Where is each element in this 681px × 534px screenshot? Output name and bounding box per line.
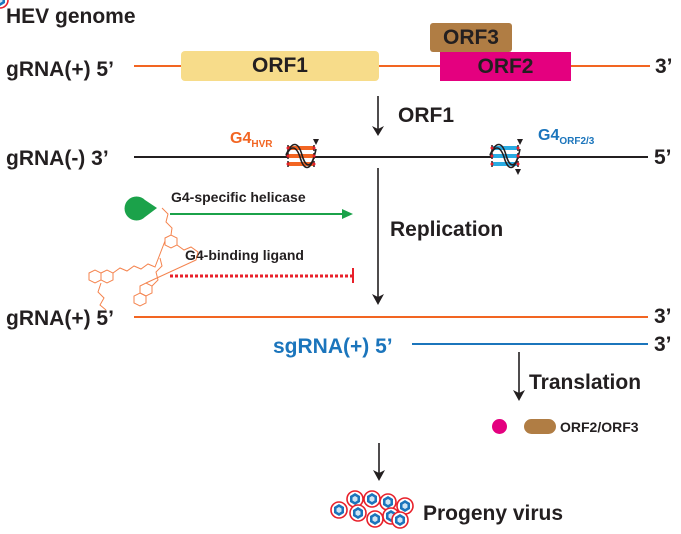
g4-hvr-label: G4HVR [230,131,272,150]
product-grna-3prime: 3’ [654,305,672,328]
orf3-protein-icon [524,419,556,434]
orf2-box: ORF2 [440,52,571,81]
genome-line-mid [378,65,441,67]
helicase-label: G4-specific helicase [171,189,306,205]
step2-label: Replication [390,218,504,241]
g4-hvr-main: G4 [230,130,252,147]
step2-arrow [372,168,384,305]
step4-arrow [373,443,385,481]
step1-arrow [372,96,384,136]
sgrna-3prime: 3’ [654,333,672,356]
product-grna-label: gRNA(+) 5’ [6,307,114,330]
orf2-protein-icon [492,419,507,434]
g4-orf23-sub: ORF2/3 [559,136,595,148]
step3-arrow [513,352,525,401]
helicase-enzyme-icon [124,196,157,221]
orf3-box: ORF3 [430,23,512,52]
orf1-box: ORF1 [181,51,379,81]
helicase-arrow [170,209,353,219]
minus-strand-5prime-label: 5’ [654,146,672,169]
g4-orf23-label: G4ORF2/3 [538,128,594,147]
minus-strand-line [134,156,648,158]
minus-strand-label: gRNA(-) 3’ [6,147,109,170]
product-grna-line [134,316,648,318]
ligand-molecule-icon [88,207,199,311]
diagram-title: HEV genome [6,5,136,28]
genome-line-right [570,65,650,67]
step1-label: ORF1 [398,104,455,127]
g4-hvr-structure-icon [285,139,319,169]
ligand-inhibition-line [170,268,354,283]
proteins-label: ORF2/ORF3 [560,419,639,435]
sgrna-line [412,343,648,345]
ligand-label: G4-binding ligand [185,247,304,263]
g4-orf23-structure-icon [489,139,523,175]
g4-orf23-main: G4 [538,127,560,144]
progeny-virus-cluster-icon [0,0,414,529]
genome-strand-label: gRNA(+) 5’ [6,58,114,81]
genome-3prime-label: 3’ [655,55,673,78]
sgrna-label: sgRNA(+) 5’ [273,335,393,358]
g4-hvr-sub: HVR [251,139,273,151]
step3-label: Translation [529,371,642,394]
progeny-label: Progeny virus [423,502,564,525]
